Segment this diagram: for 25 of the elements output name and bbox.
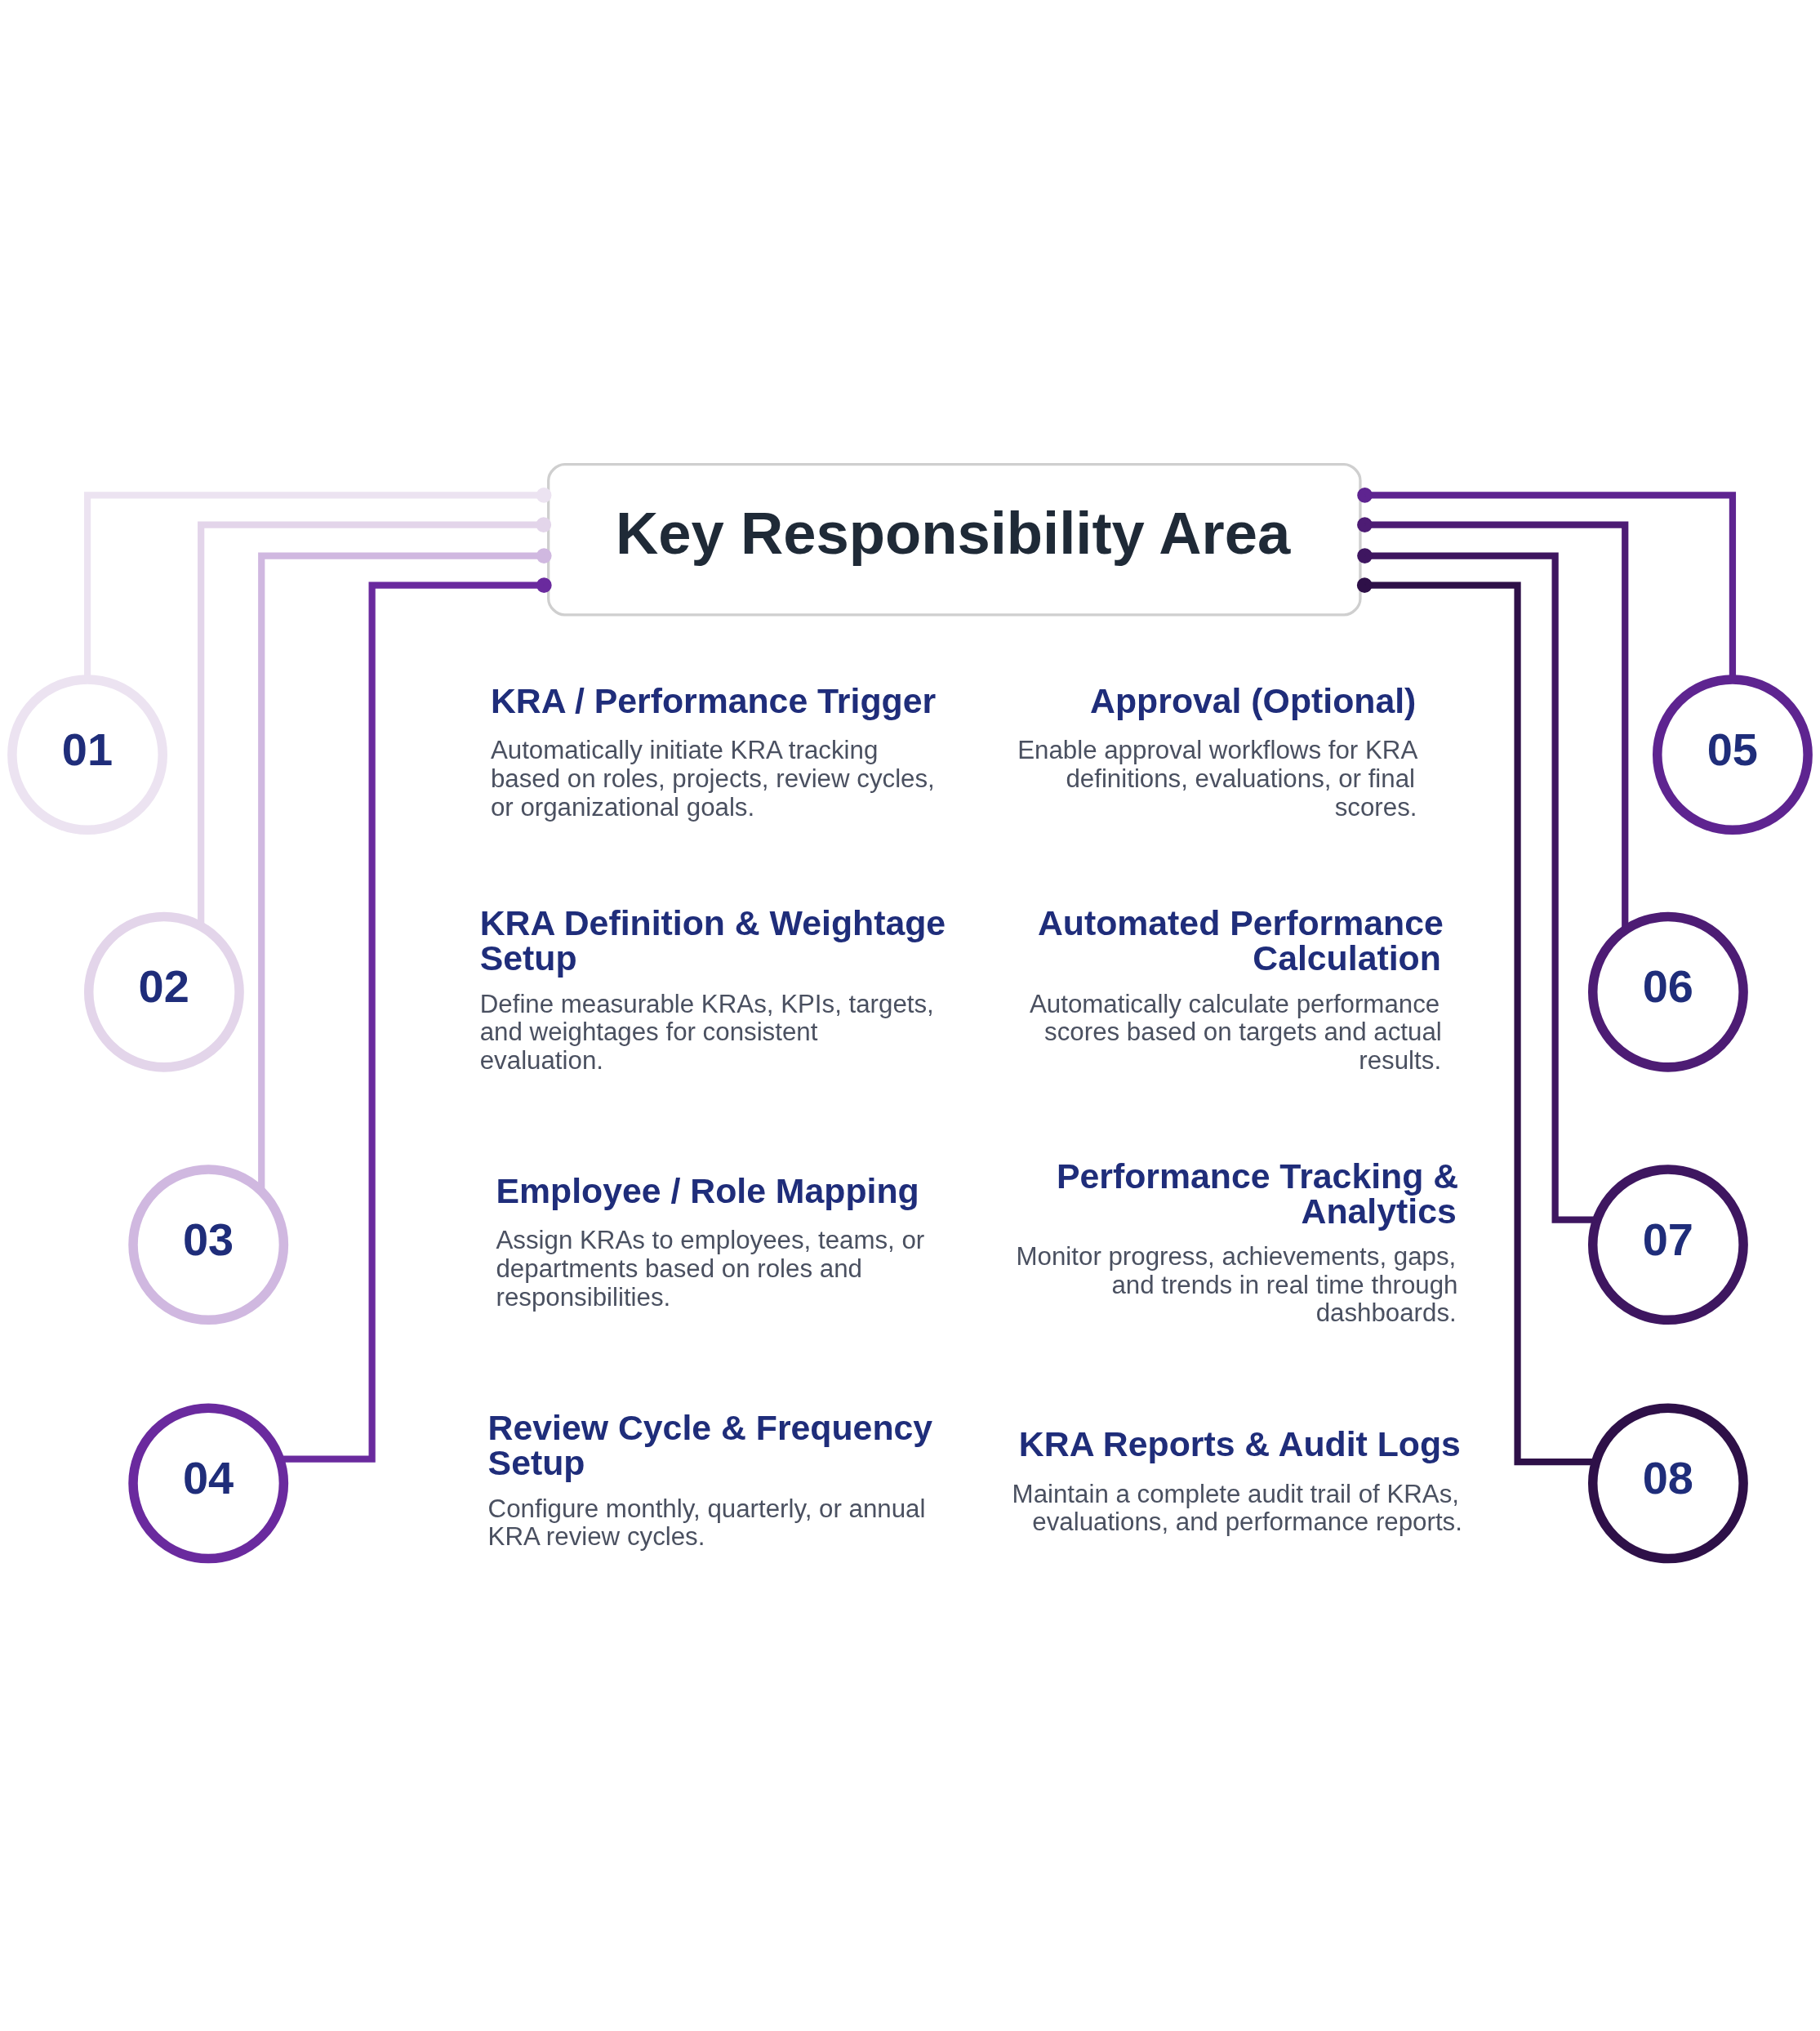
node-label: Define measurable KRAs, KPIs, targets, and weightages for consistent evaluation. [479, 989, 934, 1075]
node-circle: 04 [128, 1403, 289, 1564]
node-label: Automatically initiate KRA tracking based on roles, projects, review cycles, or organizational goals. [490, 736, 935, 822]
node-circle: 08 [1588, 1403, 1748, 1564]
node-label: Configure monthly, quarterly, or annual KRA review cycles. [487, 1494, 926, 1552]
node-circle: 05 [1653, 675, 1813, 835]
node-label: Maintain a complete audit trail of KRAs, evaluations, and performance reports. [1012, 1479, 1462, 1537]
node-box: Key Responsibility Area [547, 462, 1362, 617]
node-label: Automatically calculate performance scores based on targets and actual results. [1030, 989, 1442, 1075]
node-label: Automated Performance Calculation [1037, 903, 1444, 978]
node-label: KRA / Performance Trigger [490, 680, 937, 720]
node-circle: 03 [128, 1165, 289, 1325]
node-circle: 07 [1588, 1165, 1748, 1325]
node-label: Performance Tracking & Analytics [1056, 1156, 1459, 1231]
node-label: KRA Reports & Audit Logs [1018, 1424, 1461, 1464]
node-label: KRA Definition & Weightage Setup [479, 903, 946, 978]
node-label: Employee / Role Mapping [496, 1170, 919, 1210]
node-circle: 06 [1588, 911, 1748, 1072]
node-label: Assign KRAs to employees, teams, or departments based on roles and responsibilities. [496, 1226, 925, 1312]
node-label: Enable approval workflows for KRA definitions, evaluations, or final scores. [1017, 736, 1418, 822]
node-label: Review Cycle & Frequency Setup [487, 1408, 933, 1483]
node-label: Approval (Optional) [1090, 680, 1417, 720]
node-circle: 02 [83, 911, 244, 1072]
node-label: Monitor progress, achievements, gaps, and trends in real time through dashboards. [1016, 1242, 1458, 1328]
node-circle: 01 [7, 675, 167, 835]
